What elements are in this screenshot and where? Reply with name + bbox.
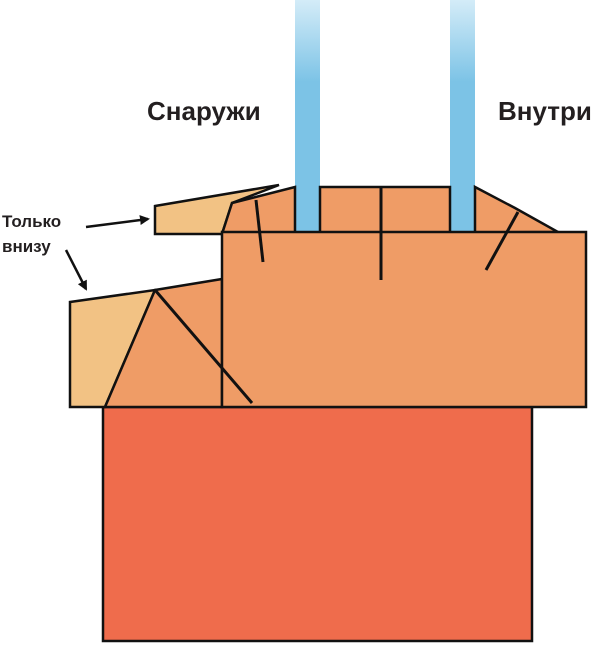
top-frame-piece — [220, 184, 563, 236]
glass-pane-outer — [295, 0, 320, 234]
glass-pane-inner — [450, 0, 475, 234]
main-frame-body — [220, 230, 588, 409]
label-outside: Снаружи — [147, 96, 261, 126]
arrow-to-lower-sealant — [64, 249, 88, 291]
joint-line-left — [254, 199, 265, 263]
diagonal-cut-line — [153, 289, 254, 404]
label-only-bottom-line1: Только — [2, 212, 61, 231]
wall-block — [101, 405, 534, 643]
arrow-to-upper-sealant — [85, 215, 150, 229]
joint-line-right — [484, 211, 520, 271]
label-only-bottom-line2: внизу — [2, 237, 51, 256]
label-inside: Внутри — [498, 96, 592, 126]
